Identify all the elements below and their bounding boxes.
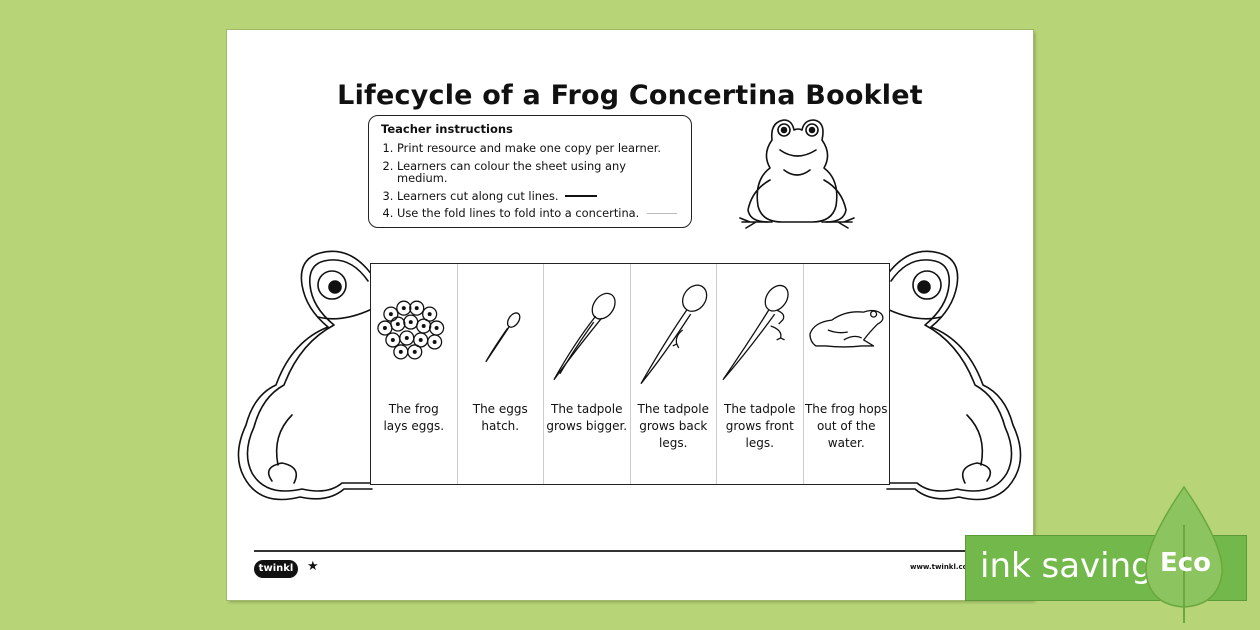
twinkl-logo: twinkl [254, 560, 298, 578]
concertina-booklet: The frog lays eggs. The eggs hatch. The … [370, 263, 890, 485]
instruction-item: Use the fold lines to fold into a concer… [397, 207, 679, 220]
frog-illustration-icon [739, 119, 855, 229]
instructions-heading: Teacher instructions [381, 122, 513, 136]
small-tadpole-icon [484, 312, 520, 363]
booklet-panel-grows-bigger: The tadpole grows bigger. [544, 264, 631, 484]
panel-caption: The frog lays eggs. [383, 402, 445, 433]
teacher-instructions-box: Teacher instructions Print resource and … [368, 115, 692, 228]
cut-line-sample [564, 195, 597, 198]
booklet-panel-back-legs: The tadpole grows back legs. [631, 264, 717, 484]
booklet-panel-hops-out: The frog hops out of the water. [804, 264, 890, 484]
instruction-item: Learners can colour the sheet using any … [397, 159, 679, 185]
frog-icon [808, 309, 883, 348]
frogspawn-icon [377, 300, 445, 360]
footer-url: www.twinkl.co.z [910, 563, 975, 571]
booklet-panel-eggs-hatch: The eggs hatch. [458, 264, 544, 484]
fold-line-sample [647, 213, 678, 215]
panel-caption: The eggs hatch. [472, 402, 528, 433]
panel-caption: The tadpole grows back legs. [637, 402, 709, 450]
ink-saving-text: ink saving [980, 546, 1153, 586]
instruction-item: Print resource and make one copy per lea… [397, 142, 679, 155]
tadpole-icon [553, 292, 616, 381]
worksheet-page: Lifecycle of a Frog Concertina Booklet T… [227, 30, 1033, 600]
booklet-panel-lays-eggs: The frog lays eggs. [371, 264, 458, 484]
right-frog-holder-icon [886, 250, 1022, 501]
page-title: Lifecycle of a Frog Concertina Booklet [337, 80, 923, 111]
star-icon: ★ [307, 559, 319, 574]
instructions-list: Print resource and make one copy per lea… [381, 142, 679, 220]
panel-caption: The tadpole grows front legs. [724, 402, 796, 450]
tadpole-front-legs-icon [722, 284, 789, 381]
panel-caption: The tadpole grows bigger. [546, 402, 628, 433]
eco-leaf-icon [1145, 485, 1223, 623]
booklet-panel-front-legs: The tadpole grows front legs. [717, 264, 804, 484]
left-frog-holder-icon [237, 250, 373, 501]
footer-divider [254, 550, 1014, 552]
instruction-item: Learners cut along cut lines. [397, 189, 679, 203]
eco-label: Eco [1160, 548, 1212, 578]
tadpole-back-legs-icon [639, 284, 707, 384]
panel-caption: The frog hops out of the water. [804, 402, 888, 450]
